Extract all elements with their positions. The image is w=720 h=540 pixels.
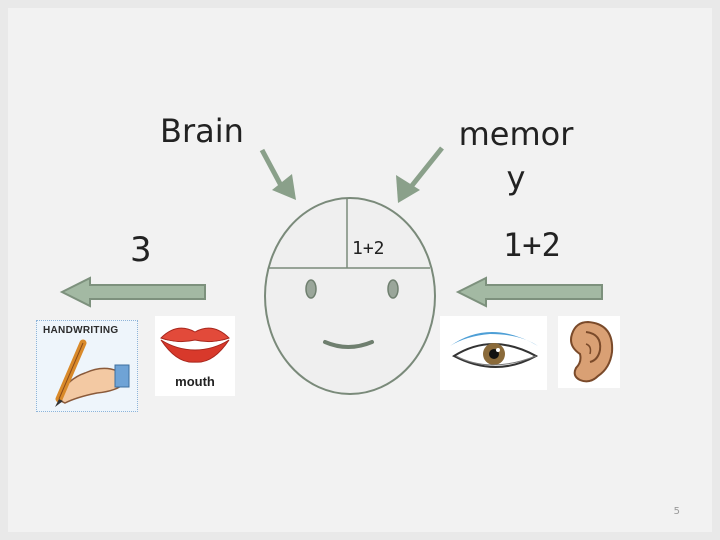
handwriting-title: HANDWRITING: [43, 325, 119, 336]
output-step-label: 3: [130, 230, 152, 270]
handwriting-image: HANDWRITING: [36, 320, 138, 412]
eye-icon: [450, 332, 539, 368]
mouth-image: mouth: [155, 316, 235, 396]
left-eye: [305, 279, 317, 299]
page-number: 5: [673, 506, 680, 517]
mouth-line: [323, 340, 374, 349]
memory-label: memor y: [458, 115, 574, 197]
input-arrow: [455, 276, 603, 308]
memory-pointer-arrow: [396, 146, 444, 203]
input-step-label: 1+2: [503, 226, 561, 264]
right-eye: [387, 279, 399, 299]
eye-image: [440, 316, 547, 390]
writing-hand-icon: [55, 339, 130, 407]
ear-image: [558, 316, 620, 388]
head-diagram: [264, 197, 436, 395]
ear-icon: [570, 320, 614, 383]
lips-icon: [160, 327, 230, 363]
output-arrow: [59, 276, 206, 308]
mouth-caption: mouth: [175, 374, 215, 389]
brain-step-label: 1+2: [352, 238, 385, 259]
brain-pointer-arrow: [259, 148, 296, 200]
brain-label: Brain: [160, 112, 244, 150]
